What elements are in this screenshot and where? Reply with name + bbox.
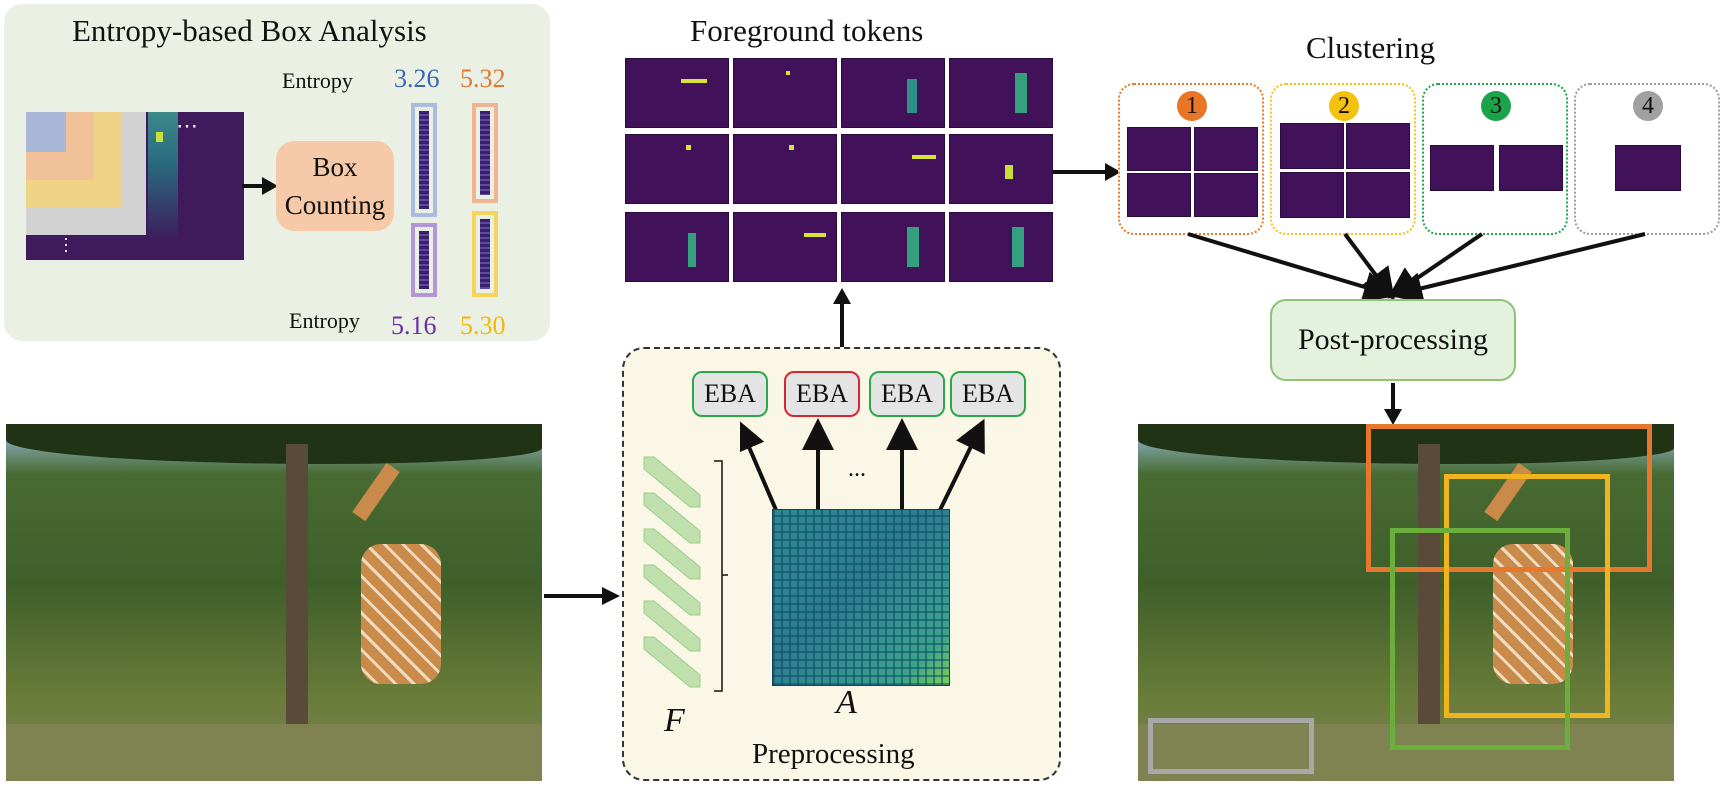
entropy-strip-orange xyxy=(472,103,498,203)
box-counting-line2: Counting xyxy=(284,190,386,220)
box-counting-block: Box Counting xyxy=(276,141,394,231)
entropy-label-top: Entropy xyxy=(282,68,353,93)
cluster-2-badge: 2 xyxy=(1329,91,1359,121)
cluster-2-tile xyxy=(1346,123,1410,169)
cluster-4: 4 xyxy=(1574,83,1720,235)
detection-box-green xyxy=(1390,528,1570,750)
cluster-3-tile xyxy=(1430,145,1494,191)
cluster-2-tile xyxy=(1346,172,1410,218)
eba-block-4: EBA xyxy=(950,371,1026,417)
token-map xyxy=(949,58,1053,128)
entropy-strip-blue xyxy=(411,103,437,217)
heat-hotspot xyxy=(156,132,163,142)
eba-block-1: EBA xyxy=(692,371,768,417)
cluster-3-tile xyxy=(1499,145,1563,191)
result-image xyxy=(1138,424,1674,781)
token-map xyxy=(841,212,945,282)
detection-box-grey xyxy=(1148,718,1314,774)
cluster-2-tile xyxy=(1280,123,1344,169)
cluster-2: 2 xyxy=(1270,83,1416,235)
token-map xyxy=(949,212,1053,282)
token-map xyxy=(733,212,837,282)
input-image xyxy=(6,424,542,781)
detection-box-yellow xyxy=(1444,474,1610,718)
cluster-1: 1 xyxy=(1118,83,1264,235)
entropy-value-orange: 5.32 xyxy=(460,64,506,93)
cluster-4-badge: 4 xyxy=(1633,91,1663,121)
eba-block-3: EBA xyxy=(869,371,945,417)
affinity-matrix xyxy=(772,509,950,686)
token-map xyxy=(841,134,945,204)
cluster-1-badge: 1 xyxy=(1177,91,1207,121)
entropy-label-bottom: Entropy xyxy=(289,308,360,333)
arrow-to-box-counting xyxy=(242,177,278,195)
cluster-3-badge: 3 xyxy=(1481,91,1511,121)
token-map xyxy=(625,212,729,282)
entropy-strip-purple xyxy=(411,223,437,297)
cluster-1-tile xyxy=(1194,127,1258,171)
entropy-value-blue: 3.26 xyxy=(394,64,440,93)
matrix-symbol: A xyxy=(836,684,857,721)
foreground-token-grid xyxy=(625,58,1053,282)
cluster-2-tile xyxy=(1280,172,1344,218)
cluster-3: 3 xyxy=(1422,83,1568,235)
ellipsis-horizontal: ⋯ xyxy=(176,113,198,138)
token-map xyxy=(841,58,945,128)
eba-heatmap: ⋯ ⋯ xyxy=(26,112,244,260)
arrows-matrix-to-eba xyxy=(740,418,985,511)
feature-symbol: F xyxy=(664,702,685,739)
cluster-1-tile xyxy=(1194,173,1258,217)
token-map xyxy=(733,134,837,204)
arrow-to-preprocessing xyxy=(544,587,620,605)
entropy-value-yellow: 5.30 xyxy=(460,311,506,340)
cluster-4-tile xyxy=(1615,145,1681,191)
eba-ellipsis: ... xyxy=(848,456,866,482)
arrow-to-clustering xyxy=(1053,163,1121,181)
ellipsis-vertical: ⋯ xyxy=(56,236,76,254)
cluster-1-tile xyxy=(1127,173,1191,217)
cluster-1-tile xyxy=(1127,127,1191,171)
postprocessing-block: Post-processing xyxy=(1270,299,1516,381)
box-scale-blue xyxy=(26,112,66,152)
token-map xyxy=(949,134,1053,204)
preprocessing-label: Preprocessing xyxy=(752,738,915,770)
heat-streak xyxy=(148,112,178,242)
detection-box-orange xyxy=(1366,424,1652,572)
box-counting-line1: Box xyxy=(312,152,358,182)
entropy-strip-yellow xyxy=(472,211,498,297)
feature-stack xyxy=(643,456,728,692)
entropy-value-purple: 5.16 xyxy=(391,311,437,340)
eba-block-2: EBA xyxy=(784,371,860,417)
arrows-to-postprocessing xyxy=(1187,232,1646,304)
eba-panel-title: Entropy-based Box Analysis xyxy=(72,13,427,48)
arrow-to-tokens xyxy=(833,288,851,350)
arrow-to-result xyxy=(1384,383,1402,425)
token-map xyxy=(625,58,729,128)
token-map xyxy=(733,58,837,128)
token-map xyxy=(625,134,729,204)
clustering-title: Clustering xyxy=(1306,30,1436,65)
foreground-tokens-title: Foreground tokens xyxy=(690,13,924,48)
